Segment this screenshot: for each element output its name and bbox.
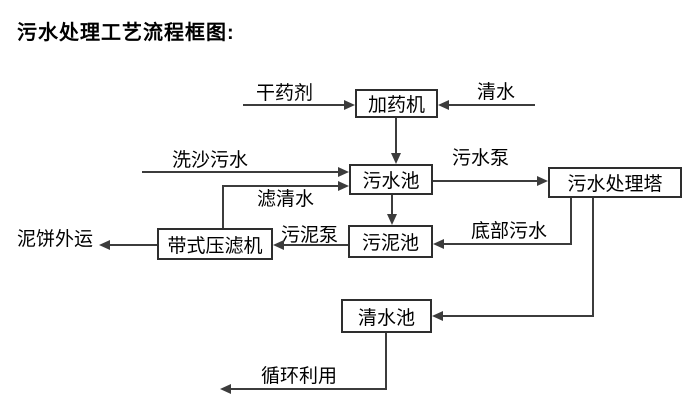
connector-dosing-to-sewage-line: [395, 118, 397, 154]
label-mud-cake-transport-out: 泥饼外运: [17, 229, 94, 250]
arrowhead-into-tower-icon: [537, 176, 548, 186]
arrowhead-into-clean-pool-icon: [432, 311, 443, 321]
box-belt-filter-press: 带式压滤机: [157, 228, 273, 260]
box-sludge-pool: 污泥池: [348, 225, 433, 258]
arrowhead-into-press-icon: [273, 240, 284, 250]
arrowhead-into-sewage-left2-icon: [338, 181, 349, 191]
connector-sewage-pump-line: [433, 180, 537, 182]
connector-filtered-water-line: [222, 185, 340, 187]
label-dry-chemical: 干药剂: [256, 83, 314, 104]
arrowhead-into-sewage-left1-icon: [338, 167, 349, 177]
box-sewage-pool: 污水池: [349, 164, 433, 195]
connector-sewage-to-sludge-line: [391, 195, 393, 215]
arrowhead-into-sludge-right-icon: [433, 239, 444, 249]
connector-filtered-water-vertical-line: [222, 185, 224, 228]
arrowhead-into-sewage-top-icon: [391, 153, 401, 164]
connector-bottom-sewage-vertical-line: [570, 198, 572, 245]
connector-clean-water-line: [448, 104, 535, 106]
label-sludge-pump: 污泥泵: [281, 225, 339, 246]
arrowhead-into-dosing-left-icon: [344, 100, 355, 110]
connector-tower-to-clean-vertical-line: [592, 198, 594, 317]
box-dosing-machine: 加药机: [355, 89, 438, 118]
connector-clean-pool-down-line: [385, 333, 387, 390]
label-bottom-sewage: 底部污水: [471, 221, 548, 242]
label-clean-water: 清水: [477, 82, 516, 103]
connector-dry-chemical-line: [243, 104, 346, 106]
arrowhead-into-dosing-right-icon: [438, 100, 449, 110]
arrowhead-into-sludge-top-icon: [387, 214, 397, 225]
label-filtered-water: 滤清水: [257, 189, 315, 210]
connector-sand-washing-sewage-line: [142, 171, 340, 173]
connector-sludge-pump-line: [284, 244, 348, 246]
diagram-title: 污水处理工艺流程框图:: [17, 22, 235, 44]
connector-tower-to-clean-line: [443, 315, 594, 317]
box-clean-water-pool: 清水池: [341, 299, 432, 333]
connector-mud-cake-line: [110, 244, 157, 246]
label-sewage-pump: 污水泵: [452, 148, 510, 169]
connector-bottom-sewage-line: [444, 243, 572, 245]
label-recycling: 循环利用: [261, 366, 338, 387]
arrowhead-recycling-icon: [220, 384, 231, 394]
arrowhead-mud-cake-out-icon: [99, 240, 110, 250]
connector-recycling-line: [231, 388, 387, 390]
label-sand-washing-sewage: 洗沙污水: [172, 150, 249, 171]
box-sewage-treatment-tower: 污水处理塔: [548, 167, 682, 198]
